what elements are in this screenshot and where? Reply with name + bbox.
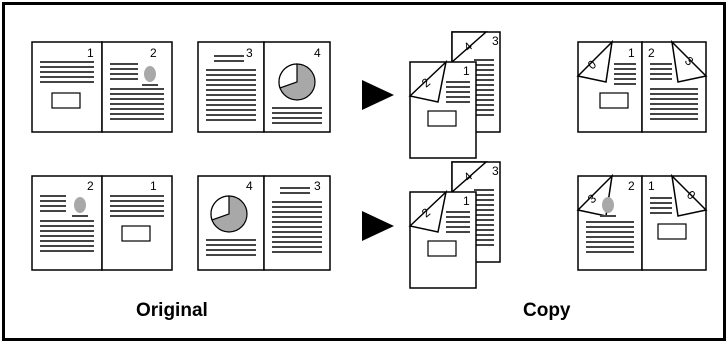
curled-page-icon [670,39,708,83]
page-number: 1 [648,179,655,193]
pie-chart-icon [210,195,248,233]
page-number: 3 [314,179,321,193]
original-row1-book1: 1 2 [31,41,173,133]
play-arrow-icon [362,211,394,241]
portrait-icon [600,197,616,217]
page-number: 4 [314,46,321,60]
copy-row2-spread: 3 2 1 0 [576,173,708,271]
copy-row2-stack: 4 3 2 1 [408,161,501,289]
original-row2-book2: 4 3 [197,175,331,271]
picture-box-icon [121,225,151,242]
portrait-icon [72,197,88,217]
page-number: 2 [628,179,635,193]
picture-box-icon [427,240,457,257]
picture-box-icon [657,223,687,240]
curled-page-icon [408,189,448,233]
portrait-icon [142,66,158,86]
curled-page-icon [670,173,708,217]
page-number: 2 [87,179,94,193]
picture-box-icon [427,110,457,127]
curled-page-icon [451,31,488,64]
page-number: 1 [150,179,157,193]
page-number: 1 [87,46,94,60]
page-number: 2 [150,46,157,60]
copy-row1-stack: 4 3 2 1 [408,31,501,159]
original-row1-book2: 3 4 [197,41,331,133]
page-number: 3 [492,34,499,48]
play-arrow-icon [362,80,394,110]
original-row2-book1: 2 1 [31,175,173,271]
page-number: 1 [463,64,470,78]
page-number: 1 [463,194,470,208]
curled-page-icon [408,59,448,103]
svg-text:2: 2 [648,46,655,60]
page-number: 3 [246,46,253,60]
page-number: 3 [492,164,499,178]
picture-box-icon [51,92,81,109]
curled-page-icon [451,161,488,194]
page-number: 1 [628,46,635,60]
page-number: 4 [246,179,253,193]
original-caption: Original [136,300,208,321]
copy-row1-spread: 0 1 2 3 [576,39,708,133]
picture-box-icon [599,92,629,109]
pie-chart-icon [278,63,316,101]
copy-caption: Copy [523,300,571,321]
curled-page-icon [576,39,614,83]
